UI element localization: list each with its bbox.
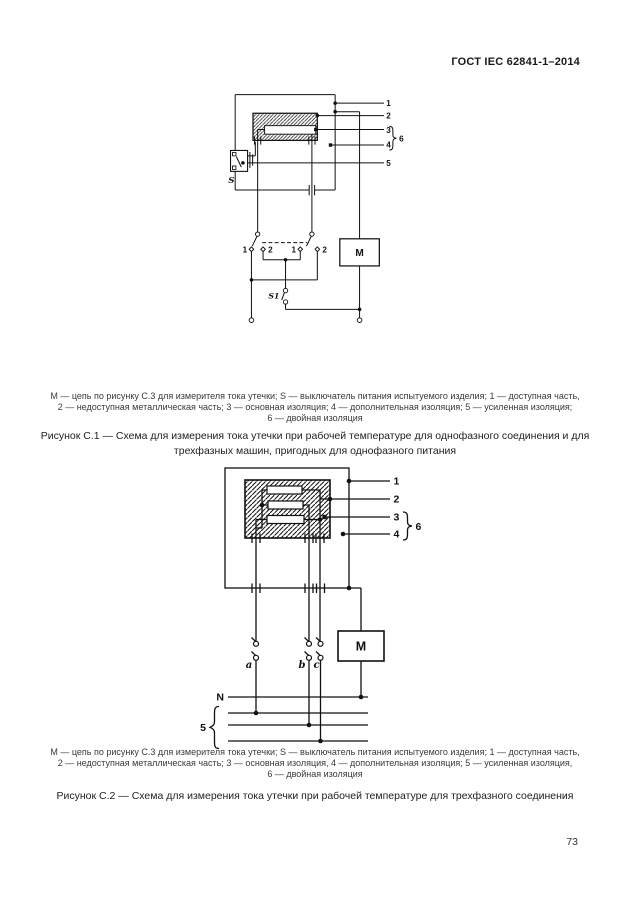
figure-title-line: Рисунок С.1 — Схема для измерения тока у… xyxy=(40,430,590,442)
brace-label-6: 6 xyxy=(399,135,404,144)
figure-c1-title: Рисунок С.1 — Схема для измерения тока у… xyxy=(35,429,595,459)
selector-a-pos2: 2 xyxy=(268,245,273,254)
selector-b-pos2: 2 xyxy=(322,245,327,254)
meter-label: M xyxy=(356,640,366,654)
selector-b-pos1: 1 xyxy=(291,245,296,254)
part-label-2: 2 xyxy=(386,111,391,120)
winding-phase-1 xyxy=(266,485,303,495)
neutral-label: N xyxy=(216,692,224,704)
brace-supply-lines xyxy=(208,705,220,750)
part-label-1: 1 xyxy=(386,99,391,108)
phase-b-label: b xyxy=(299,660,306,671)
figure-c2-diagram: 1 2 3 4 6 a b c N 5 M xyxy=(200,467,422,750)
part-label-3: 3 xyxy=(386,126,391,135)
brace-double-insulation xyxy=(402,511,413,541)
figure-title-line: Рисунок С.2 — Схема для измерения тока у… xyxy=(56,790,574,802)
page-number: 73 xyxy=(566,836,578,848)
legend-line: М — цепь по рисунку С.3 для измерителя т… xyxy=(50,747,580,757)
part-label-4: 4 xyxy=(394,529,400,541)
part-label-4: 4 xyxy=(386,141,391,150)
part-label-5: 5 xyxy=(386,159,391,168)
figure-c1-wiring xyxy=(234,94,384,318)
legend-line: 2 — недоступная металлическая часть; 3 —… xyxy=(57,402,573,412)
enclosure-outline xyxy=(224,467,350,589)
standard-header: ГОСТ IEC 62841-1–2014 xyxy=(451,56,580,68)
supply-group-label: 5 xyxy=(200,722,206,734)
figure-title-line: трехфазных машин, пригодных для однофазн… xyxy=(173,445,457,457)
selector-a-pos1: 1 xyxy=(243,245,248,254)
junction-dots xyxy=(249,101,362,312)
phase-switch-contacts xyxy=(252,640,324,661)
figure-c1-legend: М — цепь по рисунку С.3 для измерителя т… xyxy=(30,391,600,424)
figure-c2-legend: М — цепь по рисунку С.3 для измерителя т… xyxy=(30,747,600,780)
brace-label-6: 6 xyxy=(416,521,422,533)
winding-phase-2 xyxy=(267,500,304,510)
junction-dots xyxy=(253,478,364,744)
leakage-meter-box xyxy=(339,238,380,267)
part-label-3: 3 xyxy=(394,512,400,524)
switch-s1-label: S1 xyxy=(268,291,279,300)
contacts-terminals xyxy=(248,231,363,323)
leakage-meter-box xyxy=(337,630,385,662)
meter-label: M xyxy=(355,248,363,259)
motor-winding xyxy=(264,125,317,135)
supply-switch-s xyxy=(229,149,249,172)
switch-s-label: S xyxy=(228,176,234,186)
legend-line: 6 — двойная изоляция xyxy=(267,413,363,423)
part-label-2: 2 xyxy=(394,494,400,506)
phase-c-label: c xyxy=(313,660,319,671)
figure-c2-title: Рисунок С.2 — Схема для измерения тока у… xyxy=(35,789,595,804)
winding-phase-3 xyxy=(266,514,305,525)
figure-c1-diagram: 1 2 3 4 5 6 S S1 M 1 2 1 2 xyxy=(228,94,404,323)
legend-line: 2 — недоступная металлическая часть; 3 —… xyxy=(57,758,573,768)
brace-double-insulation xyxy=(389,125,397,151)
part-label-1: 1 xyxy=(394,476,400,488)
legend-line: 6 — двойная изоляция xyxy=(267,769,363,779)
legend-line: М — цепь по рисунку С.3 для измерителя т… xyxy=(50,391,580,401)
phase-a-label: a xyxy=(246,660,252,671)
